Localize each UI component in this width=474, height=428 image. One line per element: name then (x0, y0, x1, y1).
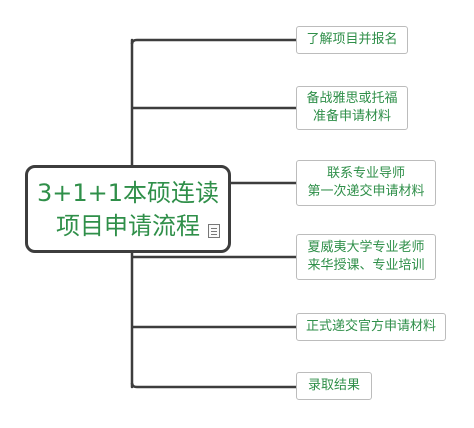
branch-node-1-line-1: 了解项目并报名 (306, 32, 398, 47)
branch-node-3-line-1: 联系专业导师 (326, 166, 405, 181)
branch-node-4-line-1: 夏威夷大学专业老师 (307, 240, 425, 255)
branch-node-2: 备战雅思或托福 准备申请材料 (296, 86, 408, 130)
branch-node-2-line-1: 备战雅思或托福 (306, 91, 398, 106)
branch-node-3: 联系专业导师 第一次递交申请材料 (296, 160, 436, 206)
branch-connector-6 (130, 382, 296, 389)
branch-node-5-line-1: 正式递交官方申请材料 (305, 319, 436, 334)
branch-node-5: 正式递交官方申请材料 (296, 313, 446, 341)
root-node: 3+1+1本硕连读 项目申请流程 (25, 165, 231, 253)
branch-node-3-line-2: 第一次递交申请材料 (307, 184, 425, 199)
branch-node-4-line-2: 来华授课、专业培训 (307, 258, 425, 273)
note-icon (208, 224, 220, 238)
branch-node-6: 录取结果 (296, 372, 372, 400)
branch-node-1: 了解项目并报名 (296, 26, 408, 54)
branch-node-6-line-1: 录取结果 (307, 378, 360, 393)
root-title-line-1: 3+1+1本硕连读 (36, 179, 220, 207)
root-title-line-2: 项目申请流程 (56, 212, 200, 240)
branch-connector-1 (130, 38, 296, 45)
branch-node-4: 夏威夷大学专业老师 来华授课、专业培训 (296, 234, 436, 280)
branch-node-2-line-2: 准备申请材料 (312, 109, 391, 124)
